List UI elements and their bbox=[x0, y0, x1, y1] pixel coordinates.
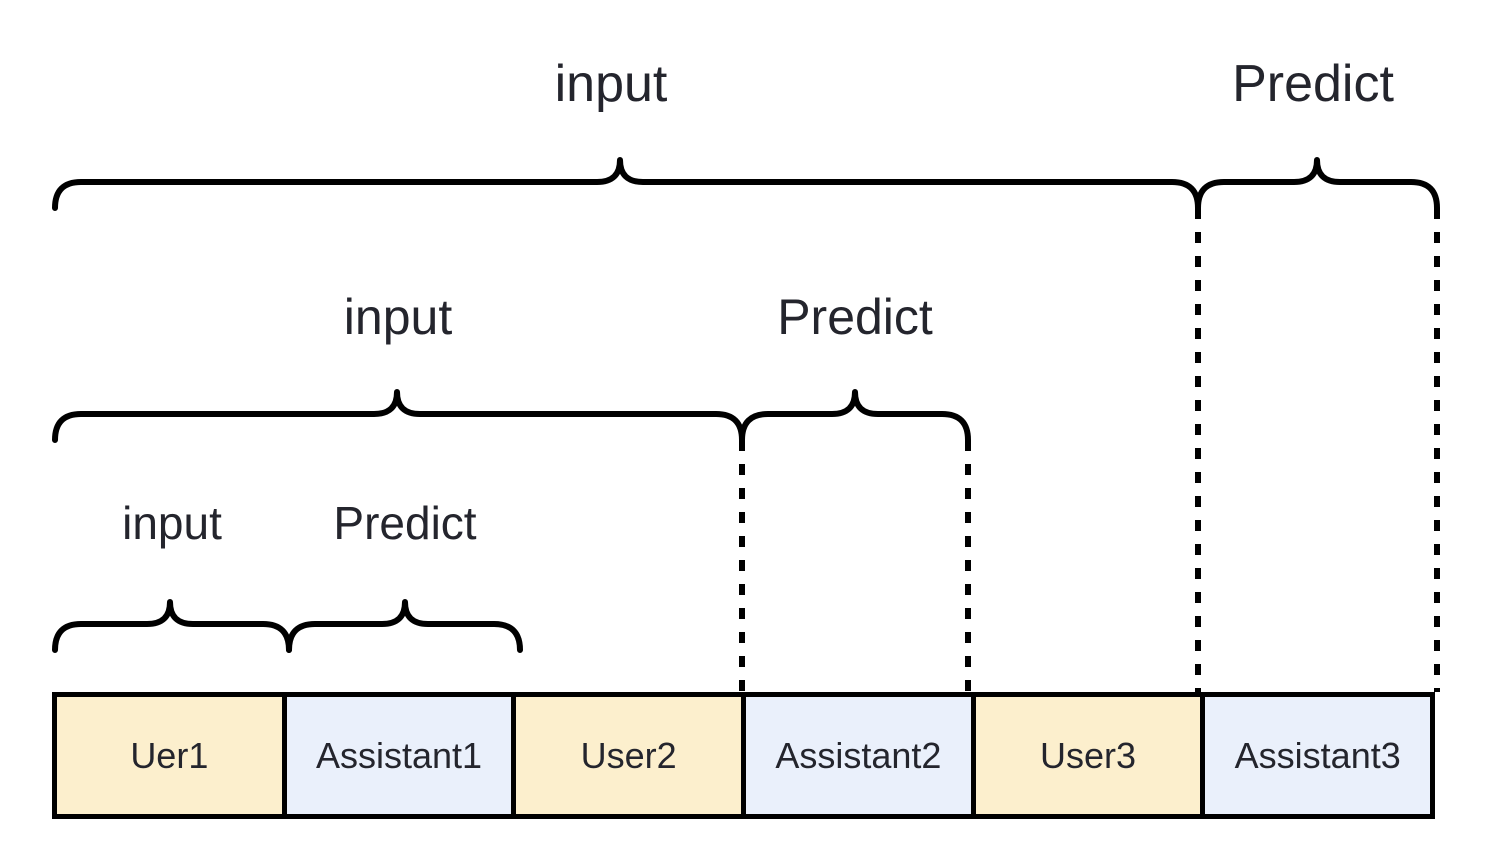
brace-level1-predict bbox=[1195, 157, 1440, 211]
token-cell-label: Uer1 bbox=[130, 734, 209, 776]
brace-label-level3-predict: Predict bbox=[333, 497, 477, 549]
brace-label-level1-input: input bbox=[554, 55, 668, 113]
brace-label-level2-predict: Predict bbox=[777, 289, 933, 345]
token-cell-label: Assistant1 bbox=[315, 734, 483, 776]
brace-level2-input bbox=[52, 389, 745, 443]
token-cell-user3: User3 bbox=[975, 697, 1206, 814]
token-cell-assistant1: Assistant1 bbox=[286, 697, 517, 814]
brace-level3-predict bbox=[286, 599, 523, 653]
token-cell-user2: User2 bbox=[516, 697, 747, 814]
token-cell-label: User2 bbox=[580, 734, 677, 776]
token-cell-label: Assistant3 bbox=[1234, 734, 1401, 776]
brace-label-level3-input: input bbox=[122, 497, 222, 549]
brace-level1-input bbox=[52, 157, 1201, 211]
brace-label-level2-input: input bbox=[343, 289, 453, 345]
token-cell-user1: Uer1 bbox=[57, 697, 287, 814]
token-cell-assistant3: Assistant3 bbox=[1205, 697, 1431, 814]
token-cell-assistant2: Assistant2 bbox=[746, 697, 976, 814]
token-sequence-strip: Uer1 Assistant1 User2 Assistant2 User3 A… bbox=[52, 692, 1435, 819]
brace-level2-predict bbox=[739, 389, 971, 443]
token-cell-label: Assistant2 bbox=[775, 734, 942, 776]
token-cell-label: User3 bbox=[1040, 734, 1137, 776]
brace-level3-input bbox=[52, 599, 292, 653]
brace-label-level1-predict: Predict bbox=[1232, 55, 1394, 113]
